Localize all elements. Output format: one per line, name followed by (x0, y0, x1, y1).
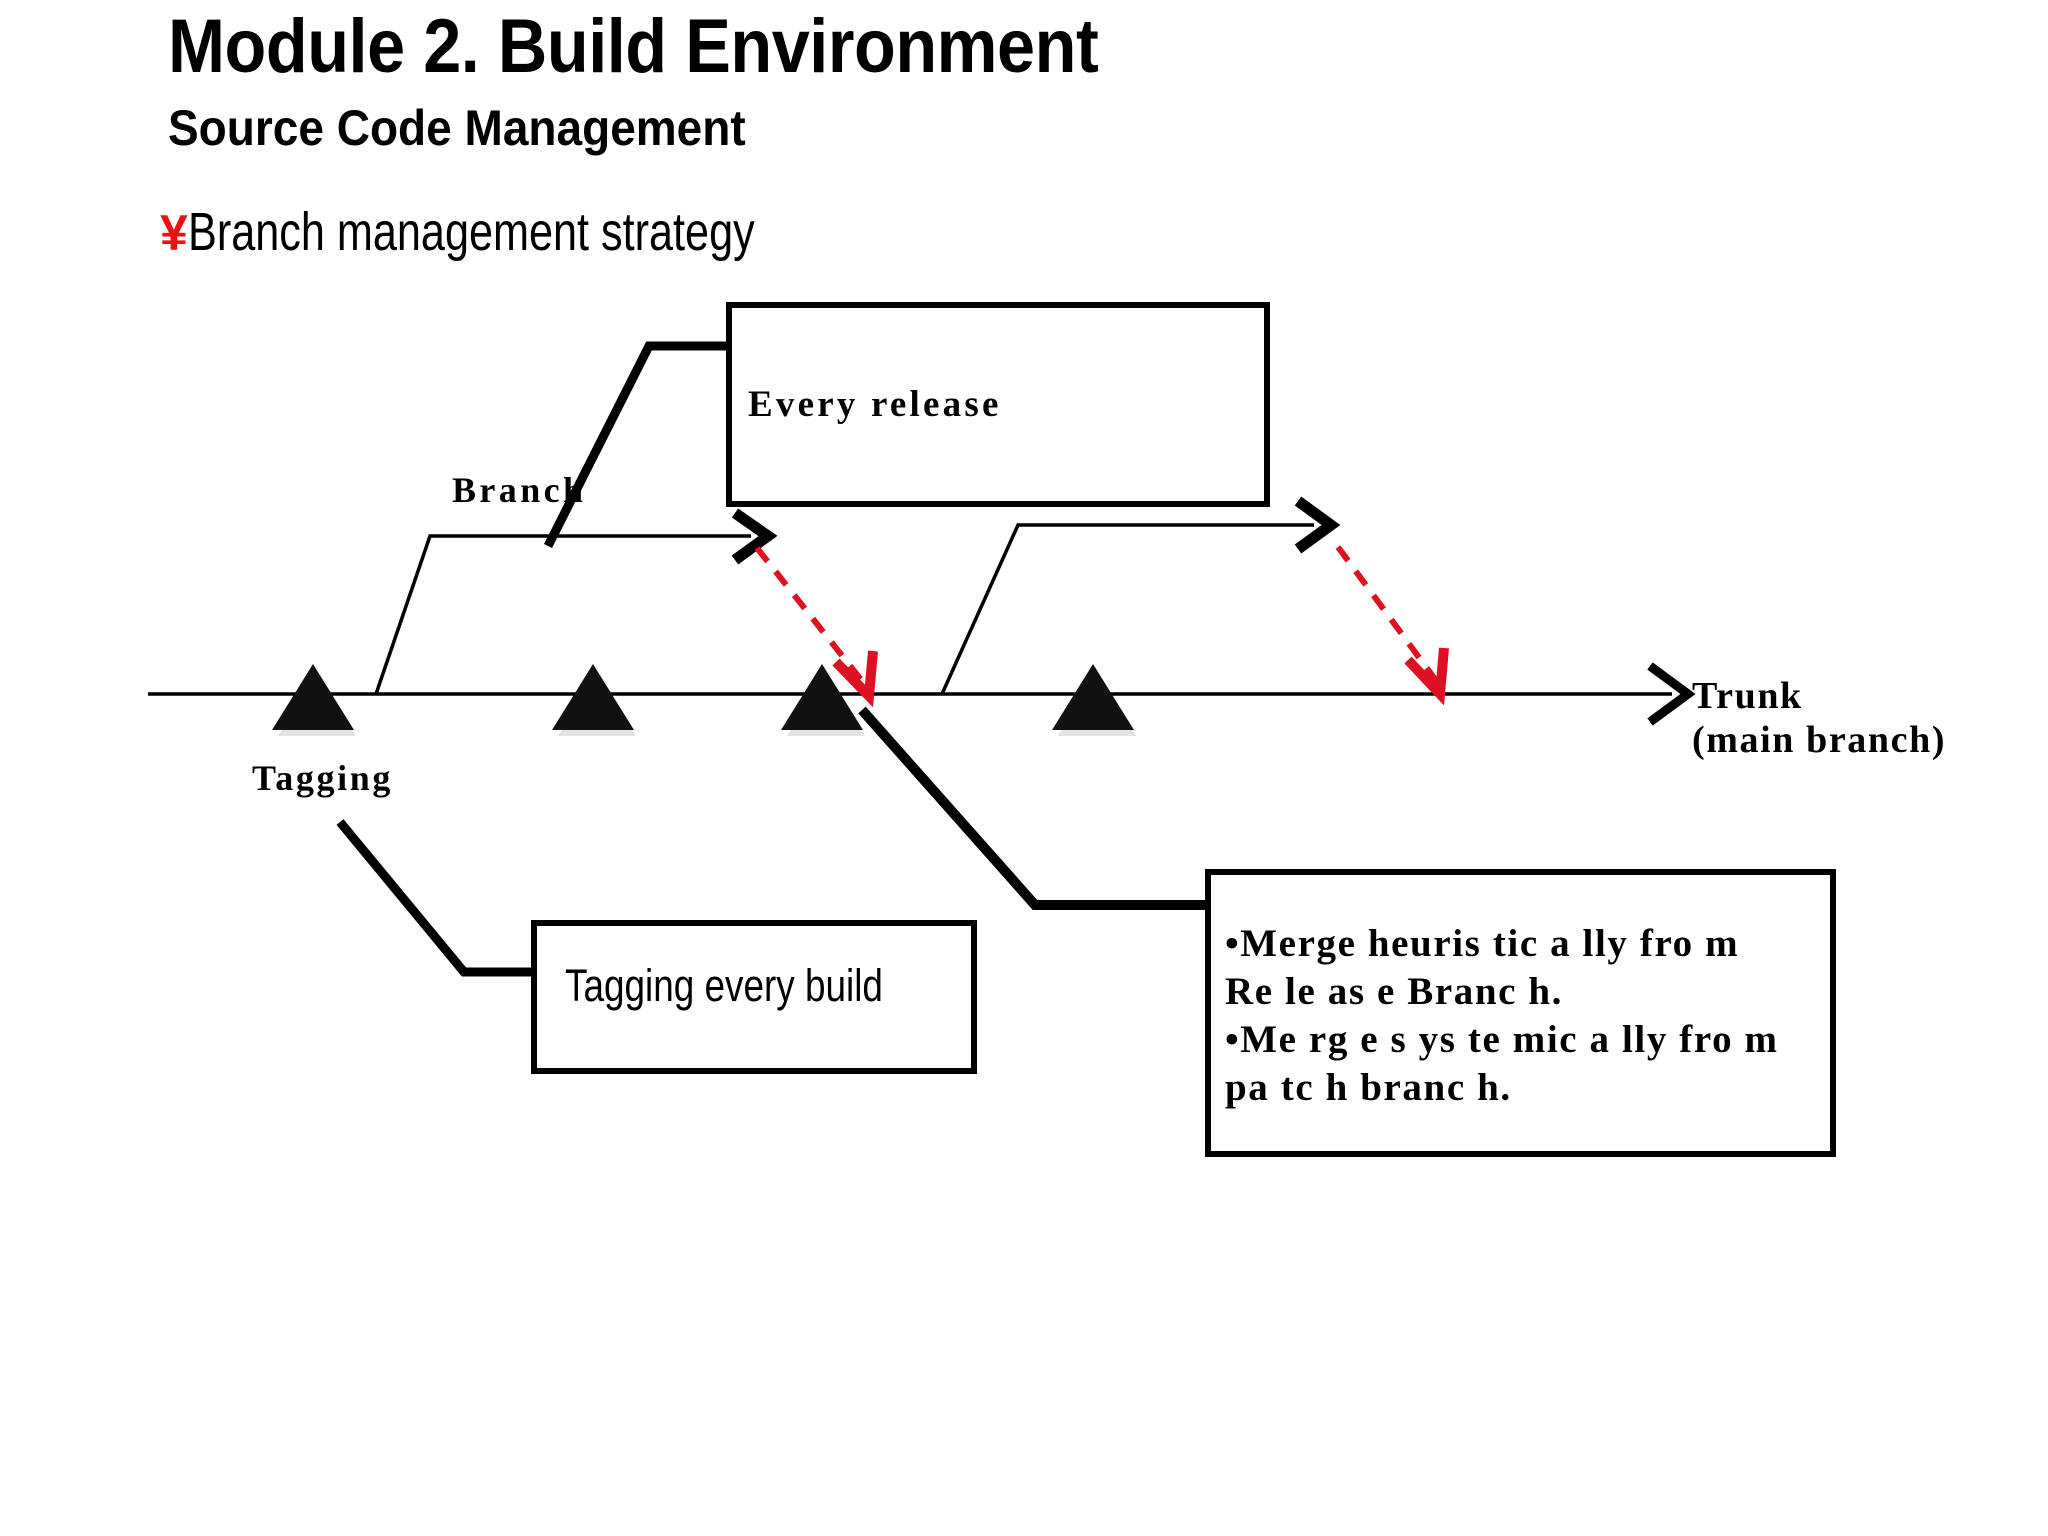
tagging-every-build-callout-label: Tagging every build (565, 960, 883, 1011)
every-release-callout-box (726, 302, 1270, 507)
merge-arrow-1-line (754, 546, 869, 688)
tag-marker-group (272, 664, 1136, 736)
branch-label: Branch (452, 470, 586, 510)
bullet-label: Branch management strategy (187, 202, 755, 262)
tagging-label: Tagging (252, 758, 393, 798)
merge-callout-line-4: pa tc h branc h. (1225, 1066, 1512, 1109)
release-branch-2-line (940, 523, 1314, 695)
every-release-callout-label: Every release (748, 384, 1002, 425)
bullet-line: ¥ Branch management strategy (160, 205, 896, 259)
every-release-leader-line (548, 347, 731, 696)
tag-marker (272, 664, 356, 736)
merge-callout-leader (858, 706, 1208, 910)
trunk-label-line2: (main branch) (1692, 719, 1946, 761)
merge-callout-box (1205, 869, 1836, 1157)
trunk-arrowhead-icon (1647, 662, 1696, 726)
tag-marker (781, 664, 865, 736)
merge-arrow-2-line (1335, 545, 1440, 684)
page-subtitle: Source Code Management (168, 100, 746, 156)
merge-arrow-1-head-icon (832, 650, 878, 708)
release-branch-2-arrowhead-icon (1294, 496, 1341, 554)
merge-callout-label: •Merge heuris tic a lly fro m Re le as e… (1225, 920, 1825, 1112)
tag-marker (1052, 664, 1136, 736)
tag-marker (552, 664, 636, 736)
trunk-label-line1: Trunk (1692, 675, 1803, 717)
yen-bullet-icon: ¥ (160, 205, 188, 261)
every-release-leader (543, 341, 731, 549)
merge-arrow-2-head-icon (1404, 647, 1449, 706)
tagging-leader (336, 819, 537, 977)
merge-callout-line-1: •Merge heuris tic a lly fro m (1225, 922, 1740, 965)
tagging-every-build-callout-box (531, 920, 977, 1074)
merge-callout-line-3: •Me rg e s ys te mic a lly fro m (1225, 1018, 1779, 1061)
release-branch-1-line (374, 534, 751, 695)
merge-callout-line-2: Re le as e Branc h. (1225, 970, 1564, 1013)
page-title: Module 2. Build Environment (168, 4, 1099, 89)
release-branch-1-arrowhead-icon (731, 508, 778, 565)
